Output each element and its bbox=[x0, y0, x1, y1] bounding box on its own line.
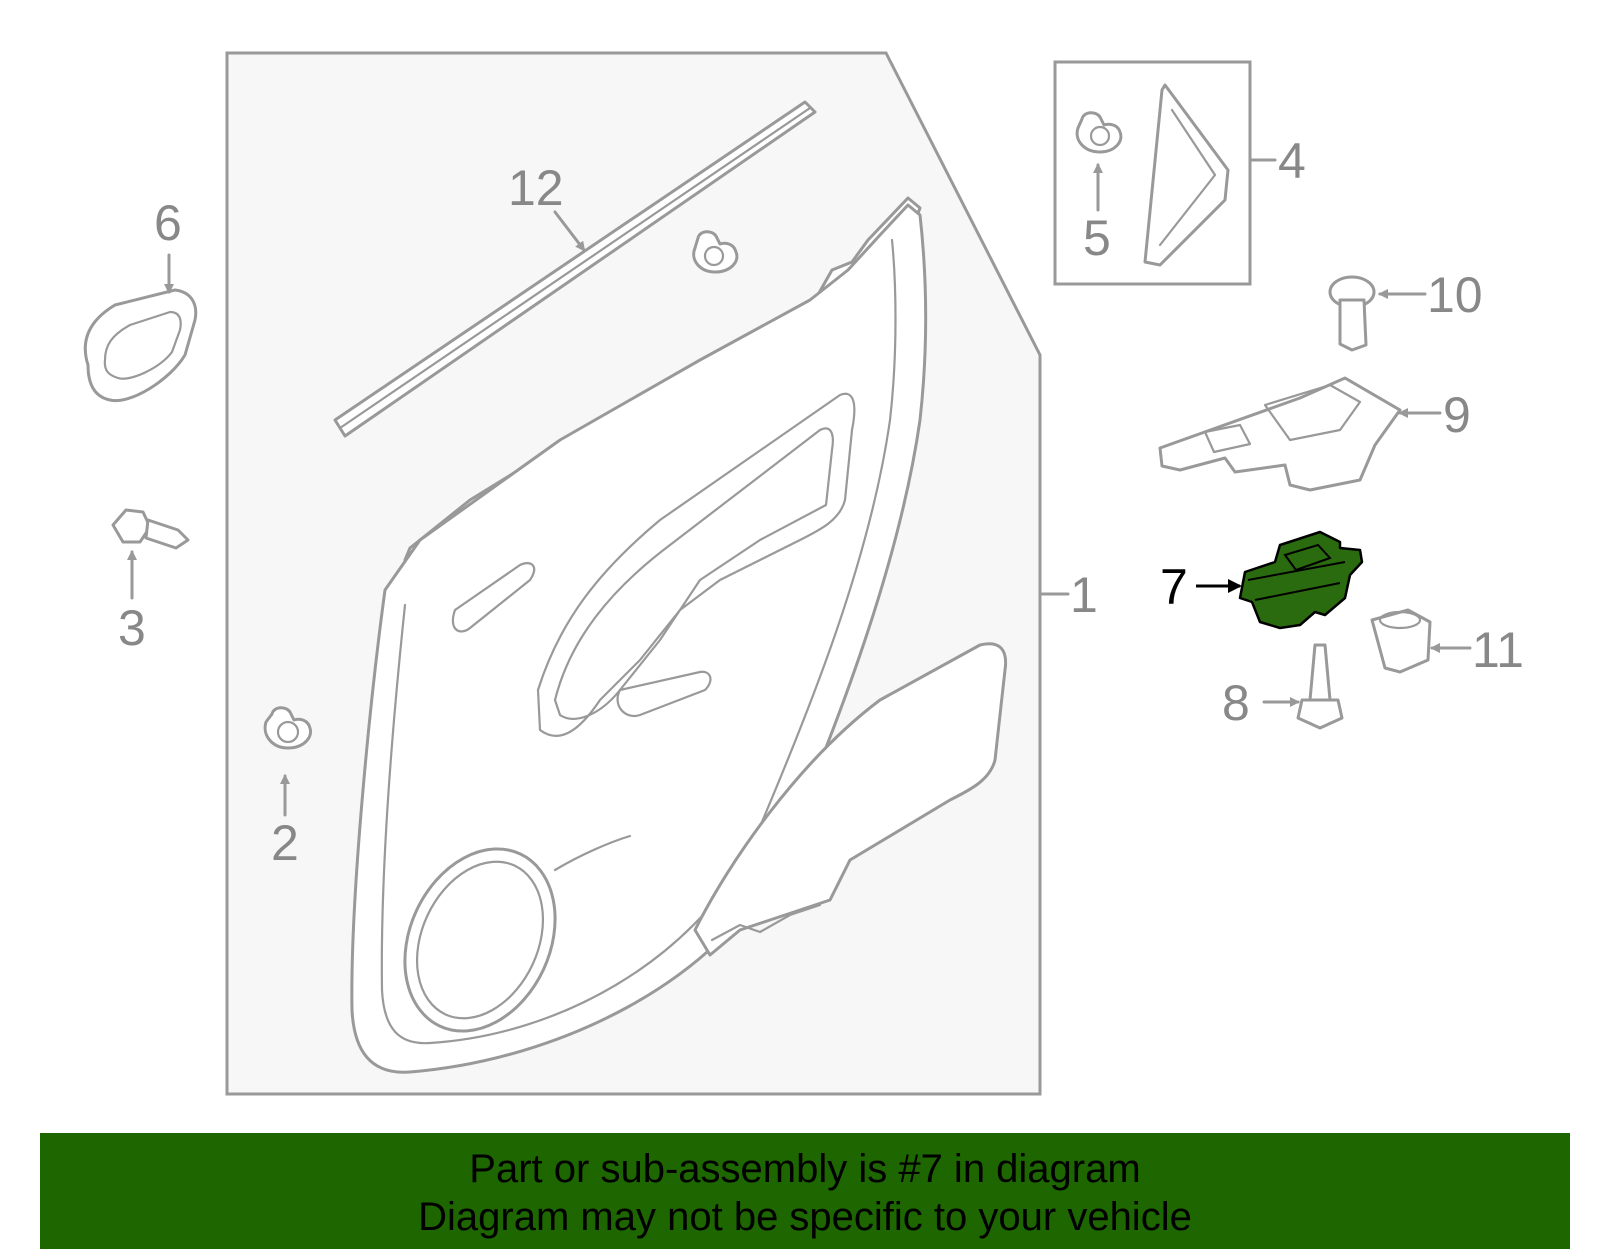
clip-5-part bbox=[1075, 111, 1123, 154]
callout-1: 1 bbox=[1070, 567, 1098, 623]
leader-12 bbox=[553, 210, 586, 252]
callout-10: 10 bbox=[1427, 267, 1483, 323]
screw-3-part bbox=[111, 508, 190, 550]
screw-10-part bbox=[1328, 275, 1376, 352]
callout-2: 2 bbox=[271, 815, 299, 871]
belt-molding bbox=[333, 100, 817, 438]
callout-3: 3 bbox=[118, 600, 146, 656]
inside-handle-part bbox=[83, 288, 198, 403]
callout-5: 5 bbox=[1083, 210, 1111, 266]
callout-9: 9 bbox=[1443, 387, 1471, 443]
info-banner: Part or sub-assembly is #7 in diagram Di… bbox=[40, 1133, 1570, 1249]
door-trim-panel bbox=[350, 196, 928, 1074]
callout-11: 11 bbox=[1472, 622, 1524, 678]
callout-4: 4 bbox=[1278, 133, 1306, 189]
panel-clip-top bbox=[692, 230, 739, 274]
callout-7[interactable]: 7 bbox=[1160, 559, 1188, 615]
callout-8: 8 bbox=[1222, 675, 1250, 731]
banner-line-1: Part or sub-assembly is #7 in diagram bbox=[469, 1147, 1141, 1191]
clip-2-part bbox=[263, 706, 313, 750]
window-switch-7-part[interactable] bbox=[1238, 530, 1364, 630]
clip-11-part bbox=[1370, 608, 1432, 674]
switch-bezel-9-part bbox=[1158, 376, 1402, 492]
garnish-4-part bbox=[1143, 83, 1230, 267]
lower-trim-insert bbox=[693, 642, 1008, 957]
callout-6: 6 bbox=[154, 195, 182, 251]
screw-8-part bbox=[1296, 643, 1344, 730]
banner-line-2: Diagram may not be specific to your vehi… bbox=[418, 1195, 1192, 1239]
callout-12: 12 bbox=[508, 160, 564, 216]
